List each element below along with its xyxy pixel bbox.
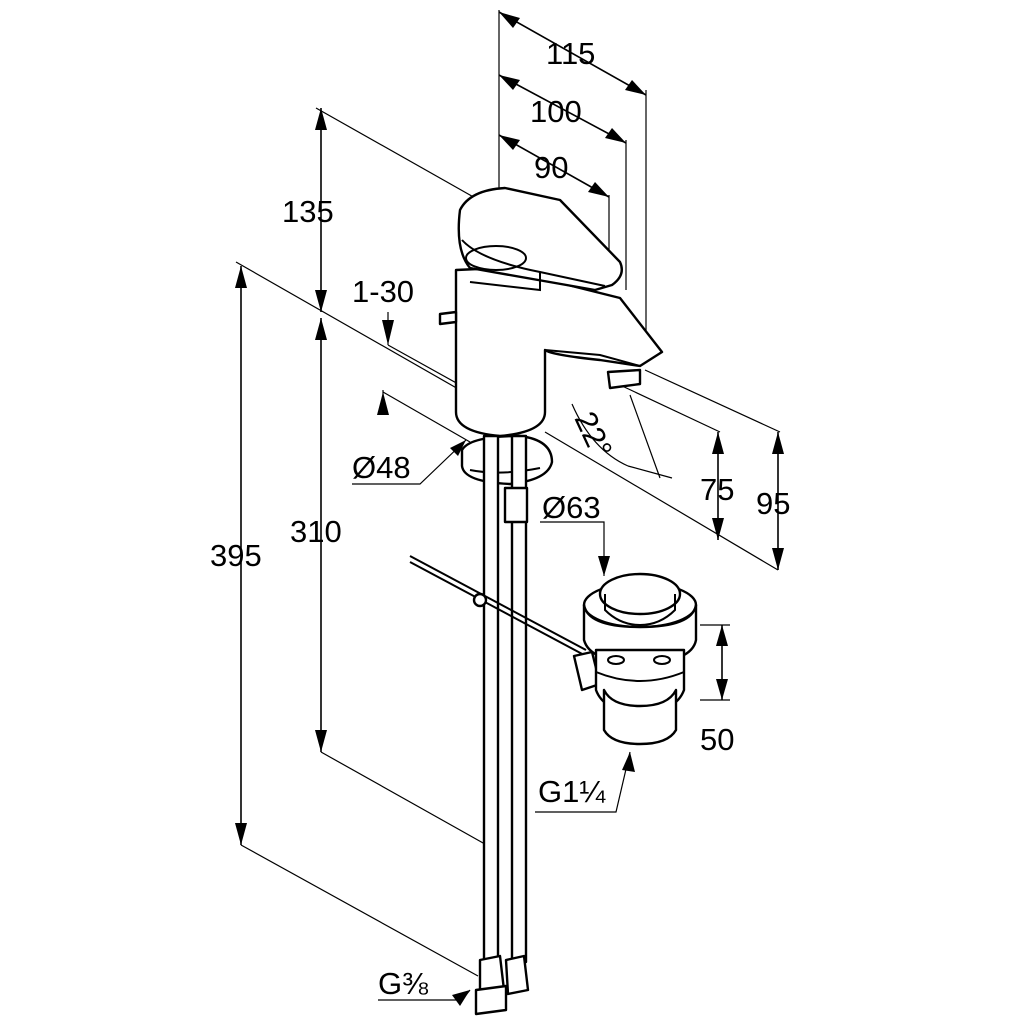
dim-115: 115 [546,36,595,71]
dim-135: 135 [282,194,334,229]
dim-90: 90 [534,150,568,185]
dim-100: 100 [530,94,582,129]
dimension-lines [235,10,781,1001]
dim-diameter-63: Ø63 [542,490,601,525]
dim-1-30: 1-30 [352,274,414,309]
pop-up-rod [409,555,602,692]
dim-310: 310 [290,514,342,549]
supply-hoses [474,434,530,1016]
dim-395: 395 [210,538,262,573]
faucet-body [438,186,664,486]
dimension-labels: 115 100 90 135 1-30 395 310 22° 75 95 Ø4… [210,36,790,1001]
dim-75: 75 [700,472,734,507]
dim-50: 50 [700,722,734,757]
waste-valve [582,572,698,746]
thread-g1-1-4: G1¼ [538,774,606,809]
dim-95: 95 [756,486,790,521]
dim-diameter-48: Ø48 [352,450,411,485]
arrowheads [235,12,784,1006]
dim-22-degrees: 22° [568,406,620,463]
thread-g3-8: G⅜ [378,966,428,1001]
